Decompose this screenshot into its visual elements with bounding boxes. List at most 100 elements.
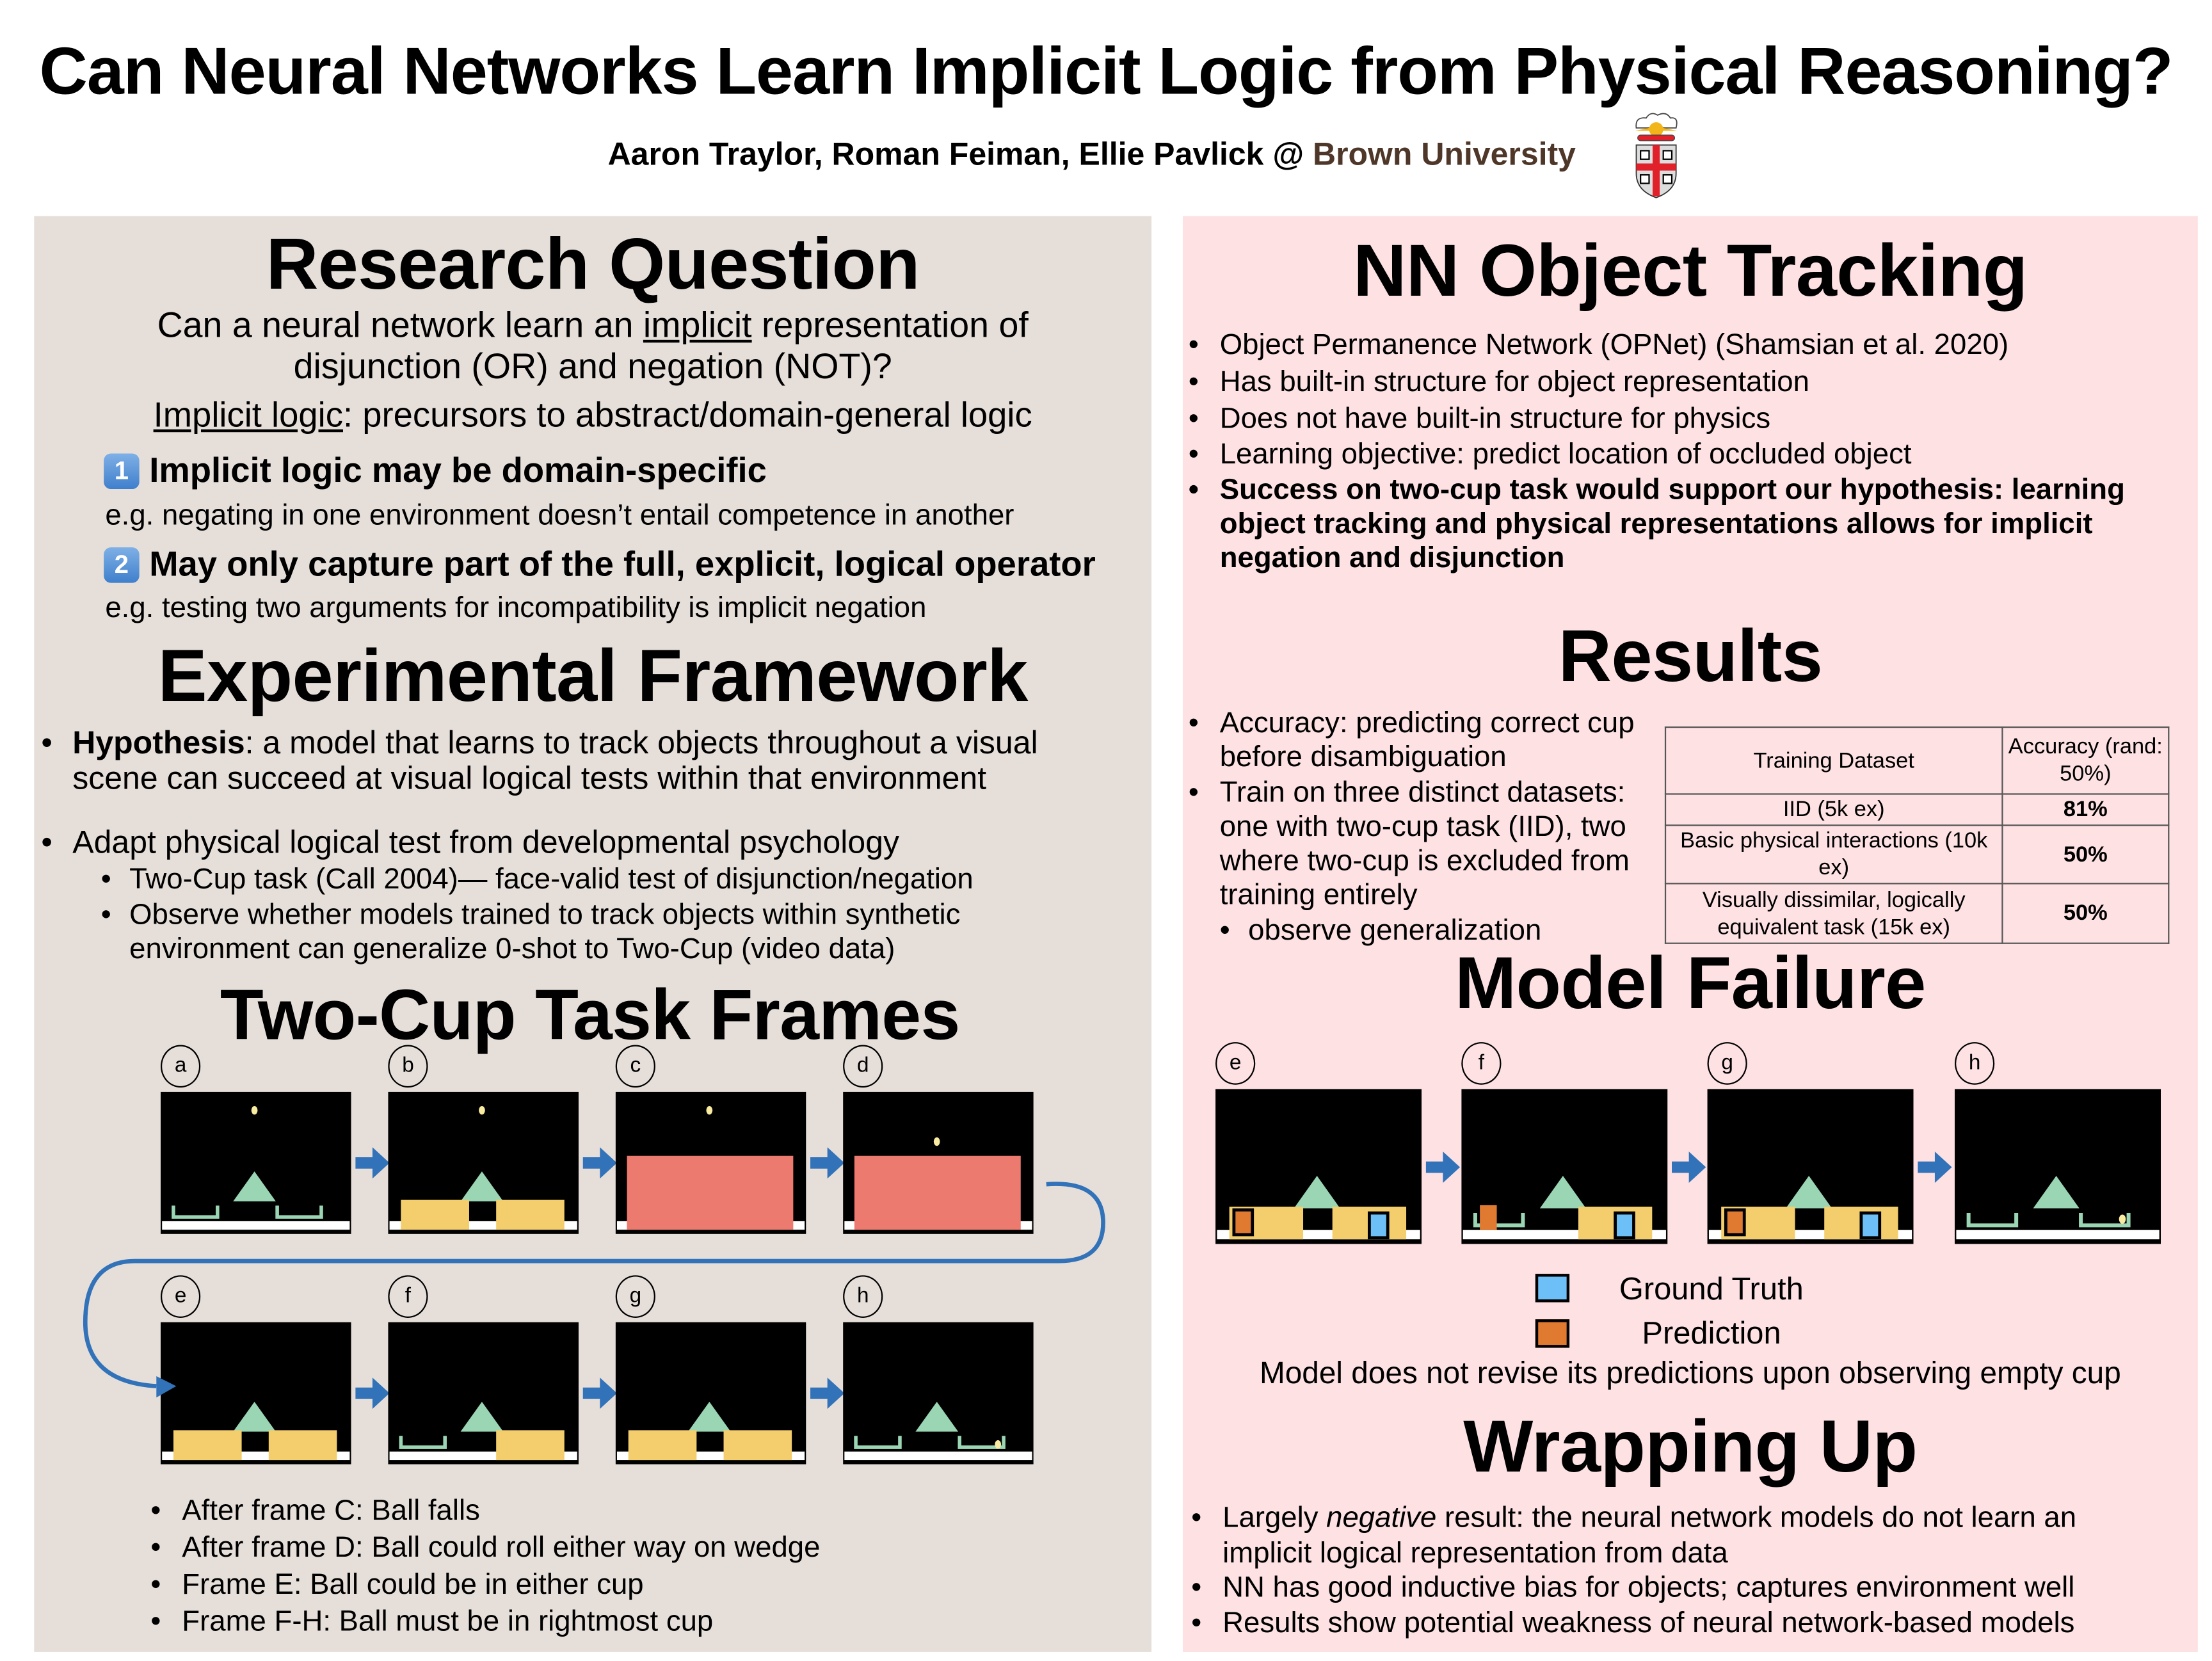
bullet-emphasis: negative: [1326, 1501, 1437, 1534]
university-name: Brown University: [1312, 136, 1576, 172]
table-row: Basic physical interactions (10k ex)50%: [1664, 824, 2170, 885]
two-cup-frame: [160, 1091, 351, 1241]
arrow-icon: [582, 1377, 617, 1409]
question-emphasis: implicit: [643, 305, 752, 346]
arrow-icon: [355, 1377, 390, 1409]
frame-label: e: [160, 1275, 201, 1318]
accuracy-cell: 50%: [2001, 883, 2170, 944]
prediction-label: Prediction: [1642, 1315, 1781, 1351]
wedge: [2033, 1175, 2080, 1208]
arrow-icon: [582, 1147, 617, 1179]
point-2-example: e.g. testing two arguments for incompati…: [105, 591, 927, 625]
frame-label: f: [1461, 1042, 1502, 1085]
two-cup-frame: [843, 1091, 1034, 1241]
failure-frame: [1215, 1089, 1422, 1251]
arrow-icon: [1425, 1150, 1461, 1182]
hypothesis-text: : a model that learns to track objects t…: [72, 725, 1038, 796]
frame-label: h: [843, 1275, 883, 1318]
results-heading: Results: [1558, 615, 1823, 698]
bullet: Accuracy: predicting correct cup before …: [1185, 707, 1662, 776]
two-cup-frame: [388, 1091, 579, 1241]
point-title: May only capture part of the full, expli…: [149, 545, 1096, 584]
wedge: [233, 1402, 276, 1432]
two-cup-frame: [843, 1322, 1034, 1472]
table-row: Visually dissimilar, logically equivalen…: [1664, 883, 2170, 944]
arrow-icon: [810, 1377, 845, 1409]
point-1-example: e.g. negating in one environment doesn’t…: [105, 499, 1014, 532]
frame-label: c: [615, 1045, 655, 1088]
wedge: [1539, 1175, 1586, 1208]
two-cup-notes: After frame C: Ball falls After frame D:…: [148, 1493, 820, 1641]
frame-label: e: [1215, 1042, 1256, 1085]
accuracy-cell: 50%: [2001, 824, 2170, 885]
failure-frame: [1955, 1089, 2161, 1251]
adapt-bullet: Adapt physical logical test from develop…: [38, 824, 1126, 967]
failure-frame: [1707, 1089, 1914, 1251]
dataset-cell: Visually dissimilar, logically equivalen…: [1664, 883, 2003, 944]
nn-tracking-bullets: Object Permanence Network (OPNet) (Shams…: [1185, 327, 2181, 576]
point-title: Implicit logic may be domain-specific: [149, 452, 767, 491]
sub-bullet: observe generalization: [1217, 914, 1662, 949]
implicit-logic-text: : precursors to abstract/domain-general …: [342, 396, 1032, 435]
frame-label: h: [1955, 1042, 1995, 1085]
sub-bullet: Observe whether models trained to track …: [98, 898, 1036, 968]
table-header: Accuracy (rand: 50%): [2001, 726, 2170, 795]
wedge: [1294, 1175, 1340, 1208]
dataset-cell: IID (5k ex): [1664, 793, 2003, 826]
bullet: Object Permanence Network (OPNet) (Shams…: [1185, 327, 2181, 364]
bullet: Largely negative result: the neural netw…: [1189, 1501, 2170, 1571]
table-row: IID (5k ex)81%: [1664, 793, 2170, 826]
wedge: [688, 1402, 731, 1432]
authors: Aaron Traylor, Roman Feiman, Ellie Pavli…: [0, 136, 2184, 173]
bullet: Does not have built-in structure for phy…: [1185, 400, 2181, 437]
results-bullets: Accuracy: predicting correct cup before …: [1185, 707, 1662, 949]
two-cup-frame: [615, 1091, 806, 1241]
bold-bullet: Success on two-cup task would support ou…: [1185, 474, 2181, 576]
prediction-swatch: [1535, 1319, 1570, 1348]
table-header: Training Dataset: [1664, 726, 2003, 795]
question-text: disjunction (OR) and negation (NOT)?: [293, 346, 892, 387]
wrapping-up-heading: Wrapping Up: [1463, 1406, 1918, 1489]
bullet: Results show potential weakness of neura…: [1189, 1606, 2170, 1641]
two-cup-heading: Two-Cup Task Frames: [220, 975, 960, 1055]
note: Frame F-H: Ball must be in rightmost cup: [148, 1603, 820, 1641]
question-text: representation of: [751, 305, 1029, 346]
implicit-logic-term: Implicit logic: [153, 396, 343, 435]
bullet-text: Largely: [1222, 1501, 1327, 1534]
research-question-text: Can a neural network learn an implicit r…: [34, 306, 1151, 389]
wedge: [460, 1402, 504, 1432]
note: After frame D: Ball could roll either wa…: [148, 1530, 820, 1567]
model-failure-heading: Model Failure: [1454, 942, 1926, 1025]
frame-label: f: [388, 1275, 428, 1318]
dataset-cell: Basic physical interactions (10k ex): [1664, 824, 2003, 885]
implicit-logic-definition: Implicit logic: precursors to abstract/d…: [34, 397, 1151, 437]
research-question-heading: Research Question: [266, 223, 920, 305]
author-names: Aaron Traylor, Roman Feiman, Ellie Pavli…: [607, 136, 1313, 172]
failure-frame: [1461, 1089, 1668, 1251]
hypothesis-term: Hypothesis: [72, 725, 245, 761]
bullet: NN has good inductive bias for objects; …: [1189, 1571, 2170, 1605]
model-failure-caption: Model does not revise its predictions up…: [1259, 1356, 2121, 1391]
framework-bullets: Hypothesis: a model that learns to track…: [38, 725, 1126, 968]
frame-label: g: [1707, 1042, 1747, 1085]
arrow-icon: [810, 1147, 845, 1179]
two-cup-frame: [160, 1322, 351, 1472]
frame-label: b: [388, 1045, 428, 1088]
ground-truth-label: Ground Truth: [1619, 1271, 1804, 1307]
frame-label: d: [843, 1045, 883, 1088]
arrow-icon: [355, 1147, 390, 1179]
two-cup-frame: [388, 1322, 579, 1472]
wedge: [1786, 1175, 1832, 1208]
adapt-text: Adapt physical logical test from develop…: [72, 824, 899, 860]
keycap-2-icon: 2: [104, 547, 140, 583]
sub-bullet: Two-Cup task (Call 2004)— face-valid tes…: [98, 863, 1036, 897]
wedge: [915, 1402, 959, 1432]
bullet: Train on three distinct datasets: one wi…: [1185, 776, 1662, 914]
wrapping-up-bullets: Largely negative result: the neural netw…: [1189, 1501, 2170, 1641]
arrow-icon: [1918, 1150, 1952, 1182]
note: After frame C: Ball falls: [148, 1493, 820, 1530]
frame-label: g: [615, 1275, 655, 1318]
arrow-icon: [1672, 1150, 1706, 1182]
